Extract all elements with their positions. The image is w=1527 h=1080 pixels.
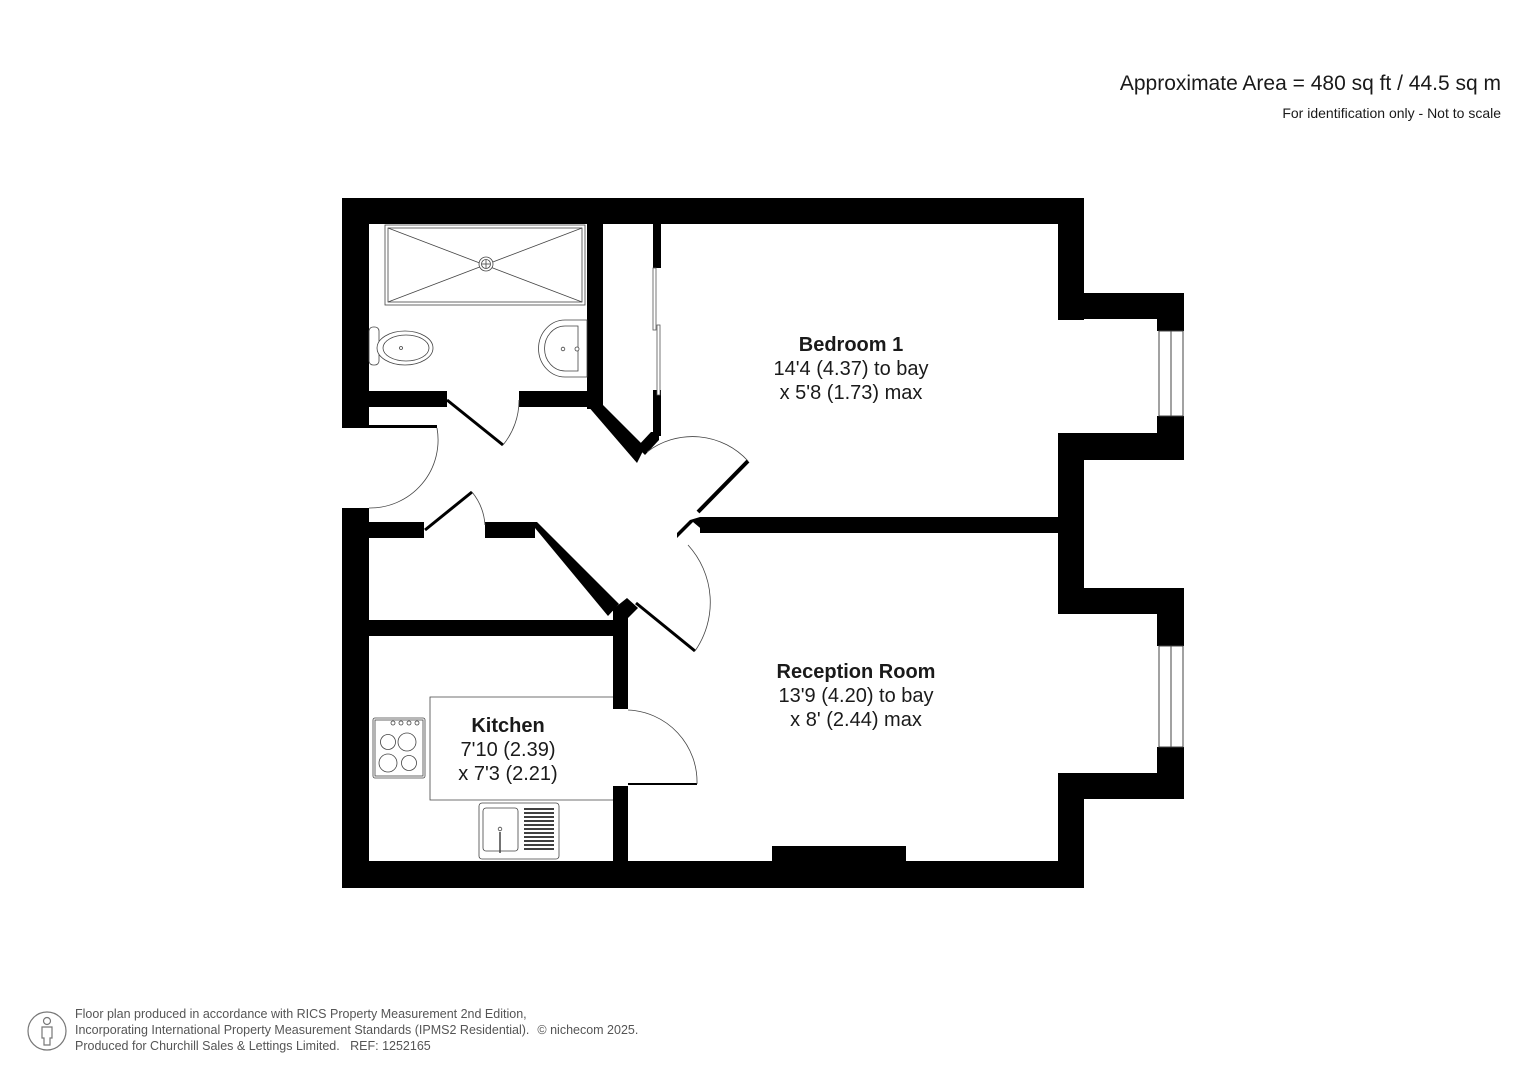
wall-left-upper-stub <box>355 405 369 428</box>
wall-bathroom-right <box>587 224 603 409</box>
wall-kitchen-right-top <box>613 610 628 709</box>
wardrobe-sliding-doors <box>652 267 661 396</box>
room-dimension-width: x 8' (2.44) max <box>790 709 922 731</box>
room-label-reception: Reception Room 13'9 (4.20) to bay x 8' (… <box>777 660 936 732</box>
wall-top <box>342 198 1084 224</box>
doors <box>355 398 750 785</box>
chimney-breast <box>772 846 906 862</box>
footer-line-2: Incorporating International Property Mea… <box>75 1022 638 1038</box>
room-name: Kitchen <box>471 715 545 737</box>
wall-left-lower <box>342 508 369 888</box>
wall-wardrobe-right-bottom <box>653 390 661 436</box>
person-icon <box>27 1011 67 1051</box>
footer-line-2-text: Incorporating International Property Mea… <box>75 1023 530 1037</box>
room-label-kitchen: Kitchen 7'10 (2.39) x 7'3 (2.21) <box>458 714 557 786</box>
wall-bathroom-bottom-left <box>369 391 447 407</box>
room-name: Reception Room <box>776 661 936 683</box>
wall-wardrobe-right-top <box>653 224 661 268</box>
footer-line-1: Floor plan produced in accordance with R… <box>75 1007 527 1021</box>
room-dimension-width: x 7'3 (2.21) <box>458 763 558 785</box>
door-jamb-bedroom <box>677 517 707 538</box>
wall-kitchen-top <box>369 620 617 636</box>
copyright-notice: © nichecom 2025. <box>537 1023 639 1037</box>
wall-bottom <box>342 861 1084 888</box>
bay-bedroom-side-top <box>1157 293 1184 331</box>
bathroom-door-leaf[interactable] <box>446 398 504 447</box>
wall-cupboard-left <box>369 522 424 538</box>
wall-right-lower <box>1058 773 1084 888</box>
kitchen-worktop <box>429 696 613 801</box>
hob <box>372 717 426 779</box>
reception-door-leaf[interactable] <box>635 601 696 653</box>
approximate-area-title: Approximate Area = 480 sq ft / 44.5 sq m <box>1119 72 1501 95</box>
wall-wardrobe-angle2 <box>637 432 659 455</box>
footer-notes: Floor plan produced in accordance with R… <box>75 1006 638 1054</box>
toilet <box>368 326 434 366</box>
footer-line-3: Produced for Churchill Sales & Lettings … <box>75 1039 431 1053</box>
front-door-swing[interactable] <box>368 427 439 509</box>
room-name: Bedroom 1 <box>798 334 904 356</box>
room-dimension-length: 7'10 (2.39) <box>460 739 556 761</box>
wall-wardrobe-angle <box>587 405 645 463</box>
wall-bathroom-bottom-right <box>519 391 603 407</box>
wall-kitchen-right-bottom <box>613 786 628 862</box>
shower-tray <box>384 224 586 306</box>
cupboard-door-leaf[interactable] <box>424 490 473 532</box>
room-label-bedroom: Bedroom 1 14'4 (4.37) to bay x 5'8 (1.73… <box>773 333 928 405</box>
bedroom-door-leaf[interactable] <box>696 459 750 514</box>
wall-cupboard-angle <box>530 522 619 616</box>
room-dimension-width: x 5'8 (1.73) max <box>779 382 923 404</box>
scale-disclaimer: For identification only - Not to scale <box>1282 105 1501 121</box>
room-dimension-length: 13'9 (4.20) to bay <box>778 685 934 707</box>
wall-left-upper <box>342 198 369 428</box>
wall-cupboard-right <box>485 522 535 538</box>
room-dimension-length: 14'4 (4.37) to bay <box>773 358 929 380</box>
wall-bedroom-reception <box>700 517 1058 533</box>
wash-basin <box>538 319 588 378</box>
walls <box>342 198 1184 888</box>
wall-right-middle <box>1058 433 1084 613</box>
bay-reception-side-top <box>1157 588 1184 646</box>
windows <box>1158 330 1184 748</box>
sink-drainer <box>478 802 560 860</box>
